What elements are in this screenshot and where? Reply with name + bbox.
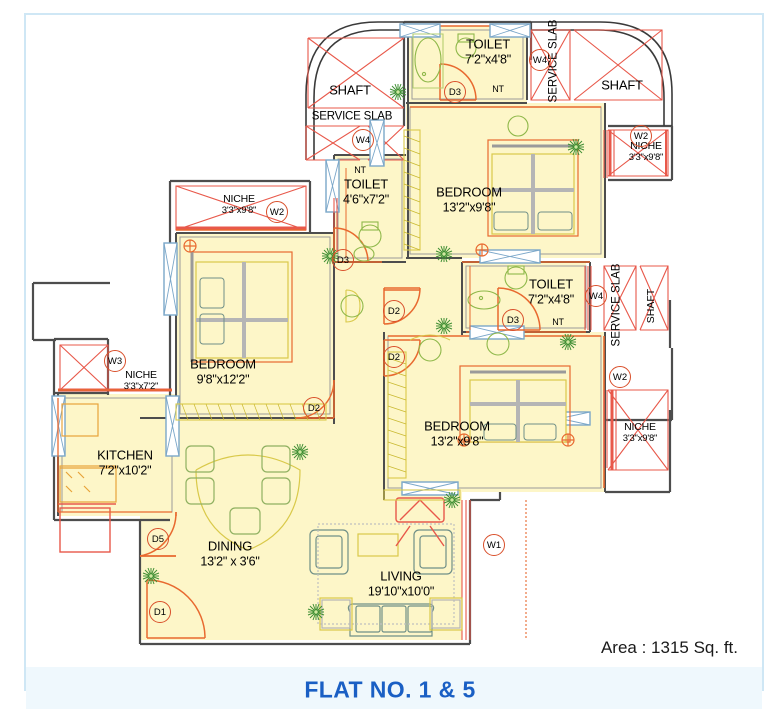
flat-title: FLAT NO. 1 & 5 (304, 676, 476, 703)
window-tag-w2-top-right[interactable]: W2 (630, 125, 652, 147)
door-tag-d3-toilet-top[interactable]: D3 (444, 81, 466, 103)
door-tag-d5[interactable]: D5 (147, 528, 169, 550)
window-tag-w2-bottom-right[interactable]: W2 (609, 366, 631, 388)
window-tag-w4-mid[interactable]: W4 (585, 285, 607, 307)
window-tag-w2-niche-bedroom[interactable]: W2 (266, 201, 288, 223)
note-nt-toilet-top: NT (492, 83, 504, 94)
door-tag-d2-bedroom-bottom[interactable]: D2 (383, 346, 405, 368)
service-slab-label-mid: SERVICE SLAB (610, 263, 623, 347)
door-tag-d2-bedroom-top[interactable]: D2 (383, 300, 405, 322)
note-nt-toilet-mid: NT (552, 316, 564, 327)
note-nt-toilet-left: NT (354, 164, 366, 175)
door-tag-d3-toilet-left[interactable]: D3 (332, 249, 354, 271)
window-tag-w3-kitchen[interactable]: W3 (104, 350, 126, 372)
area-text: Area : 1315 Sq. ft. (600, 638, 738, 657)
service-slab-label-top-left: SERVICE SLAB (311, 110, 393, 123)
shaft-label-top-left: SHAFT (329, 82, 371, 98)
door-tag-d1[interactable]: D1 (149, 601, 171, 623)
shaft-label-top-right: SHAFT (601, 77, 643, 93)
shaft-label-mid-right: SHAFT (645, 288, 658, 324)
door-tag-d3-toilet-mid[interactable]: D3 (502, 309, 524, 331)
window-tag-w4-slab[interactable]: W4 (352, 129, 374, 151)
door-tag-d2-bedroom-left[interactable]: D2 (303, 397, 325, 419)
window-tag-w4-top[interactable]: W4 (529, 49, 551, 71)
title-band (26, 667, 762, 709)
window-tag-w1-living[interactable]: W1 (483, 534, 505, 556)
